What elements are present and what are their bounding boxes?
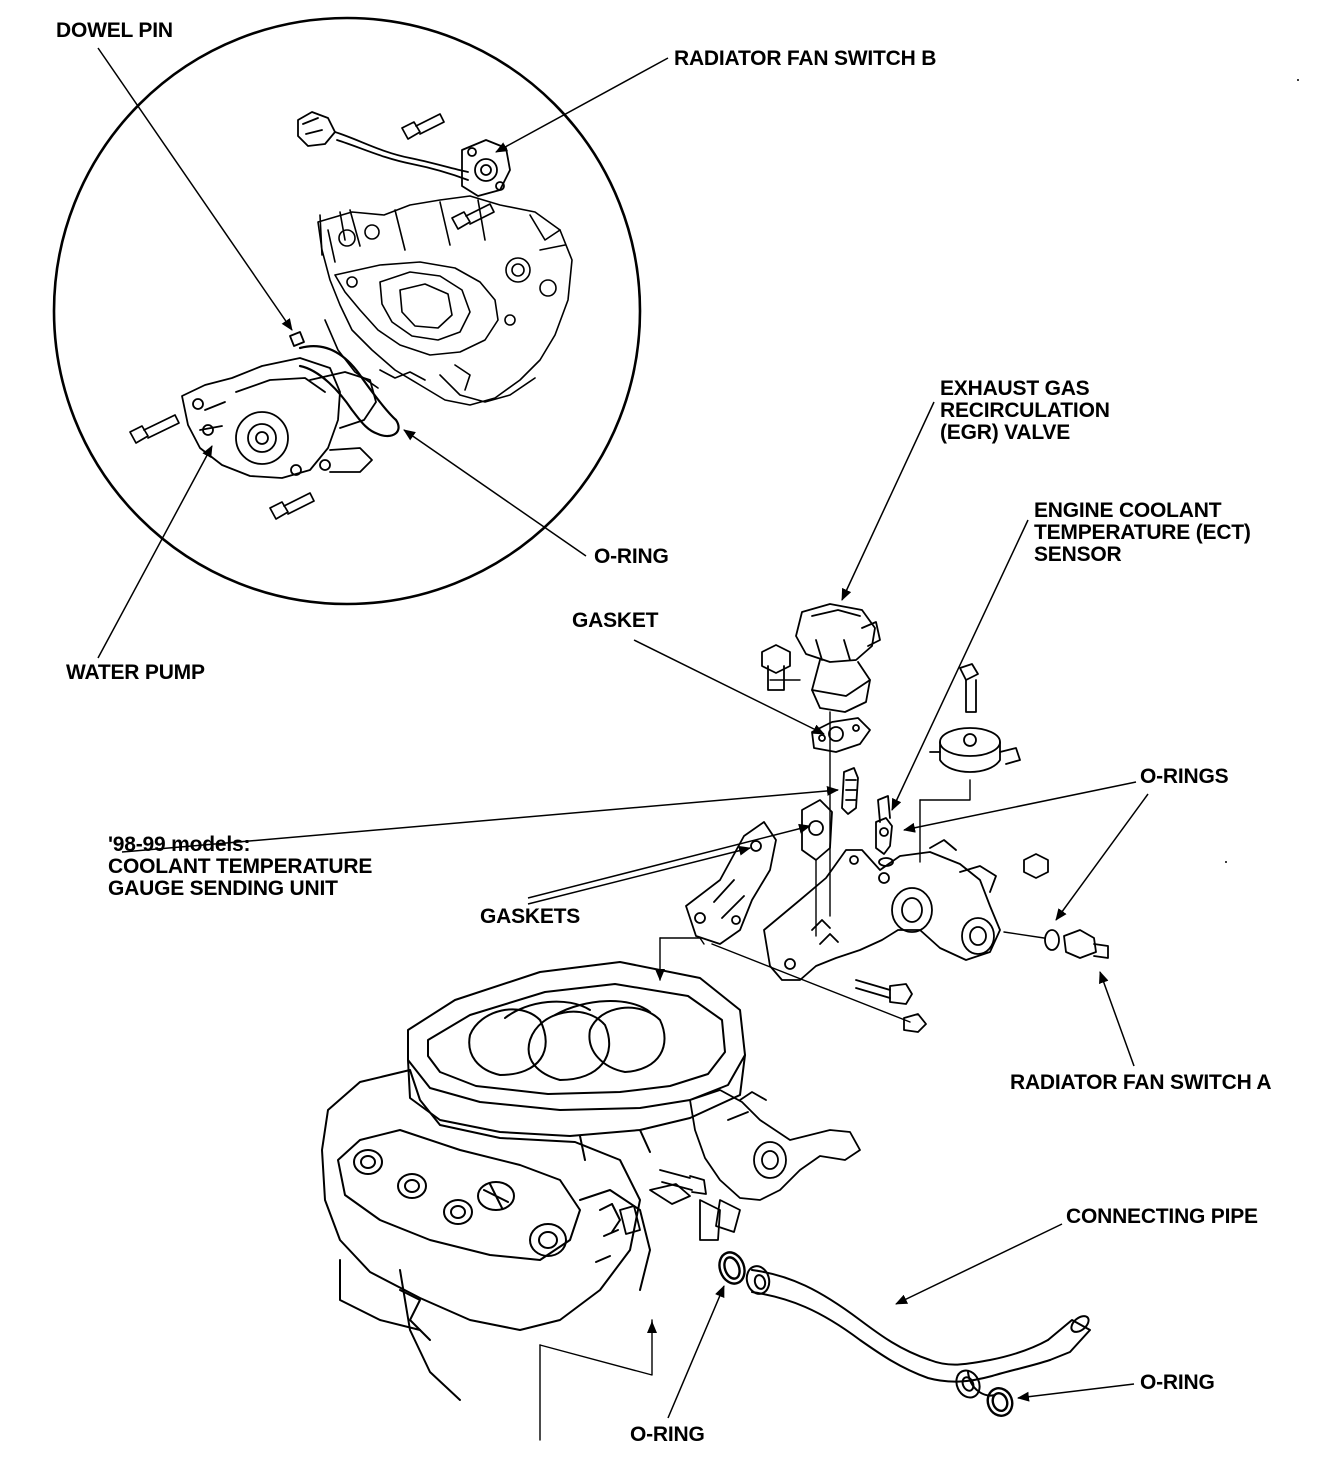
label-radiator-fan-switch-a: RADIATOR FAN SWITCH A — [1010, 1071, 1272, 1094]
ect-sensor-part — [875, 795, 894, 867]
engine-block-detail — [317, 195, 573, 406]
gaskets-part — [685, 799, 833, 945]
water-outlet-housing-part — [763, 839, 1001, 981]
leader-o-rings-1 — [903, 781, 1137, 833]
radiator-fan-switch-a-part — [1023, 853, 1109, 959]
leader-water-pump — [97, 445, 213, 659]
egr-nut-part — [761, 644, 791, 691]
label-radiator-fan-switch-b: RADIATOR FAN SWITCH B — [674, 47, 937, 70]
label-o-ring-pipe-end: O-RING — [1140, 1371, 1215, 1394]
label-ect-sensor: ENGINE COOLANT TEMPERATURE (ECT) SENSOR — [1034, 499, 1251, 566]
vacuum-canister-part — [929, 663, 1021, 773]
label-gasket: GASKET — [572, 609, 659, 632]
dowel-pin-part — [289, 331, 305, 347]
leader-radiator-fan-switch-a — [1099, 971, 1135, 1067]
leader-lines — [97, 47, 1149, 1419]
pump-o-ring-part — [298, 345, 400, 438]
label-egr-valve: EXHAUST GAS RECIRCULATION (EGR) VALVE — [940, 377, 1110, 444]
label-gaskets: GASKETS — [480, 905, 581, 928]
label-dowel-pin: DOWEL PIN — [56, 19, 173, 42]
cylinder-head-part — [321, 1069, 651, 1401]
leader-gasket — [633, 639, 825, 735]
radiator-fan-switch-b-part — [297, 111, 511, 197]
leader-o-ring-pipe-end — [1017, 1383, 1135, 1402]
label-connecting-pipe: CONNECTING PIPE — [1066, 1205, 1258, 1228]
scan-specks — [1225, 79, 1299, 863]
bolt-group-detail — [129, 113, 495, 520]
water-pump-part — [181, 357, 377, 479]
label-o-ring-pipe-start: O-RING — [630, 1423, 705, 1446]
lower-bolts-part — [855, 979, 927, 1033]
detail-circle — [52, 16, 642, 606]
leader-gaskets-2 — [527, 845, 751, 905]
o-ring-pipe-start-part — [718, 1251, 746, 1285]
label-o-ring-pump: O-RING — [594, 545, 669, 568]
leader-o-rings-2 — [1055, 793, 1149, 921]
assembly-guide-lines — [539, 679, 1045, 1441]
throttle-body-part — [619, 1089, 861, 1241]
leader-o-ring-pump — [403, 429, 587, 557]
sending-unit-part — [841, 767, 859, 815]
label-o-rings: O-RINGS — [1140, 765, 1229, 788]
leader-gaskets-1 — [527, 823, 811, 899]
egr-valve-part — [795, 603, 881, 713]
o-ring-pipe-end-part — [986, 1387, 1014, 1417]
leader-ect-sensor — [891, 519, 1029, 811]
connecting-pipe-part — [745, 1265, 1091, 1399]
leader-egr-valve — [841, 401, 935, 601]
leader-connecting-pipe — [895, 1223, 1063, 1305]
label-sending-unit: '98-99 models: COOLANT TEMPERATURE GAUGE… — [108, 833, 373, 900]
leader-dowel-pin — [97, 47, 293, 331]
gasket-part — [811, 717, 871, 753]
leader-o-ring-pipe-start — [667, 1285, 725, 1419]
label-water-pump: WATER PUMP — [66, 661, 205, 684]
leader-radiator-fan-switch-b — [495, 57, 669, 153]
leader-sending-unit — [121, 785, 839, 853]
intake-manifold-part — [407, 961, 746, 1161]
